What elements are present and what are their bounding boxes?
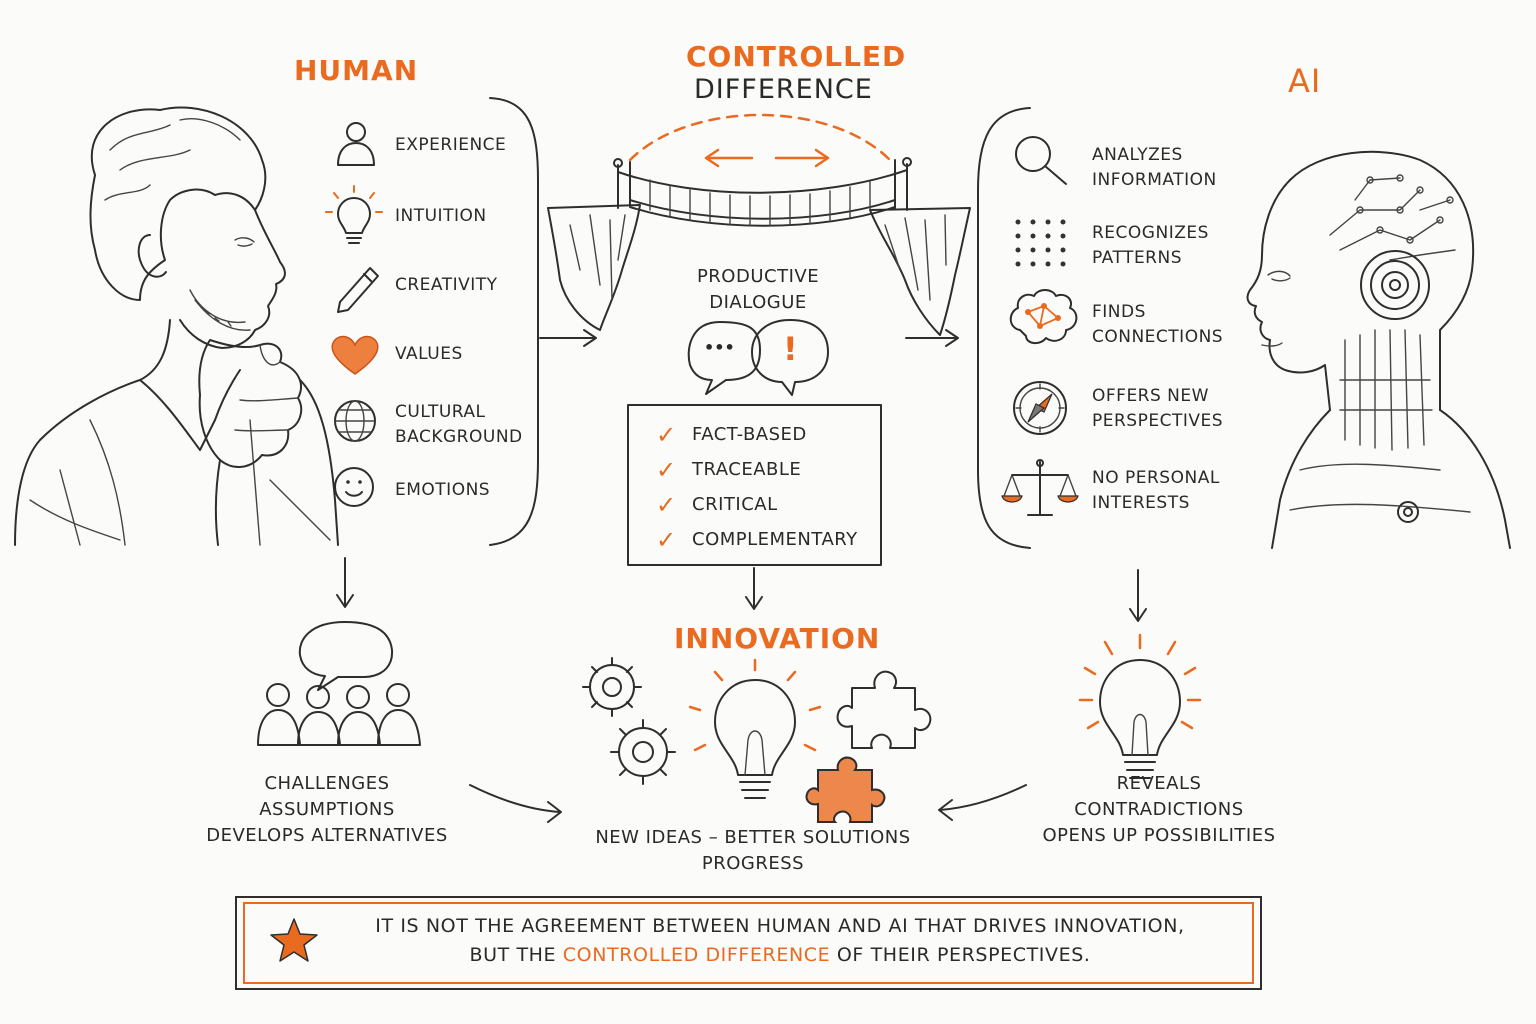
human-bracket (489, 97, 539, 546)
conclusion-line2: BUT THE CONTROLLED DIFFERENCE OF THEIR P… (330, 941, 1230, 970)
innovation-title: INNOVATION (674, 622, 881, 655)
ai-capability-no-interests: NO PERSONAL INTERESTS (1092, 466, 1220, 516)
human-outcome: CHALLENGES ASSUMPTIONS DEVELOPS ALTERNAT… (196, 771, 458, 849)
ai-capability-line1: FINDS (1092, 302, 1146, 322)
arrow-human-to-center (539, 329, 597, 347)
arrow-center-to-ai (905, 329, 959, 347)
conclusion-line2-end: OF THEIR PERSPECTIVES. (830, 944, 1091, 966)
center-title-line2: DIFFERENCE (694, 74, 873, 105)
check-icon: ✓ (656, 420, 677, 449)
checklist-item: ✓ COMPLEMENTARY (656, 522, 858, 557)
human-outcome-line2: DEVELOPS ALTERNATIVES (206, 825, 448, 846)
ai-lightbulb-icon (1078, 633, 1202, 779)
check-icon: ✓ (656, 490, 677, 519)
ai-capability-line2: INTERESTS (1092, 493, 1190, 513)
checklist-item: ✓ CRITICAL (656, 487, 858, 522)
check-icon: ✓ (656, 525, 677, 554)
ai-capability-line2: PERSPECTIVES (1092, 411, 1224, 431)
innovation-lightbulb-icon (688, 658, 822, 799)
ai-capability-line1: ANALYZES (1092, 145, 1183, 165)
conclusion-box-inner (243, 902, 1254, 984)
ai-outcome-line1: REVEALS CONTRADICTIONS (1074, 773, 1244, 820)
arrow-human-outcome-to-innovation (469, 784, 562, 823)
pencil-icon (337, 267, 379, 313)
ai-bracket (977, 107, 1031, 549)
smiley-icon (334, 467, 374, 507)
puzzle-pieces-icon (805, 670, 932, 823)
human-outcome-line1: CHALLENGES ASSUMPTIONS (259, 773, 395, 820)
speech-dots: ••• (704, 338, 735, 357)
arrow-ai-outcome-to-innovation (938, 784, 1027, 821)
human-trait-emotions: EMOTIONS (395, 480, 491, 500)
people-group-icon (257, 621, 421, 746)
speech-bubbles-icon (687, 319, 829, 396)
ai-capability-line2: CONNECTIONS (1092, 327, 1224, 347)
innovation-outcome-line2: PROGRESS (701, 853, 805, 874)
brain-network-icon (1009, 289, 1078, 344)
left-right-arrows-icon (704, 148, 830, 168)
innovation-outcome: NEW IDEAS – BETTER SOLUTIONS PROGRESS (590, 825, 916, 877)
ai-capability-line1: RECOGNIZES (1092, 223, 1209, 243)
checklist-box (627, 404, 882, 566)
human-trait-creativity: CREATIVITY (395, 275, 498, 295)
gears-icon (582, 657, 676, 785)
center-title-line1: CONTROLLED (686, 40, 907, 73)
ai-outcome-line2: OPENS UP POSSIBILITIES (1042, 825, 1276, 846)
scales-icon (1001, 459, 1079, 516)
lightbulb-icon (325, 185, 383, 244)
conclusion-highlight: CONTROLLED DIFFERENCE (562, 944, 831, 966)
check-icon: ✓ (656, 455, 677, 484)
arrow-to-innovation (745, 567, 763, 610)
human-trait-values: VALUES (395, 344, 463, 364)
person-icon (337, 122, 375, 166)
checklist-item-label: COMPLEMENTARY (692, 529, 858, 550)
ai-capability-connections: FINDS CONNECTIONS (1092, 300, 1223, 350)
ai-capability-line2: PATTERNS (1092, 248, 1183, 268)
ai-capability-patterns: RECOGNIZES PATTERNS (1092, 221, 1209, 271)
globe-icon (334, 400, 376, 442)
conclusion-text: IT IS NOT THE AGREEMENT BETWEEN HUMAN AN… (330, 912, 1230, 970)
human-trait-cultural-background: CULTURAL BACKGROUND (395, 402, 523, 447)
ai-capability-line1: NO PERSONAL (1092, 468, 1220, 488)
human-portrait (14, 106, 339, 546)
star-icon (270, 918, 318, 962)
conclusion-line1: IT IS NOT THE AGREEMENT BETWEEN HUMAN AN… (375, 915, 1185, 937)
arrow-ai-down (1129, 569, 1147, 622)
ai-outcome: REVEALS CONTRADICTIONS OPENS UP POSSIBIL… (1036, 771, 1282, 849)
heart-icon (331, 335, 379, 375)
compass-icon (1013, 381, 1067, 435)
checklist: ✓ FACT-BASED ✓ TRACEABLE ✓ CRITICAL ✓ CO… (656, 417, 858, 557)
checklist-item-label: FACT-BASED (692, 424, 807, 445)
conclusion-line2-start: BUT THE (469, 944, 563, 966)
arrow-human-down (336, 557, 354, 608)
innovation-outcome-line1: NEW IDEAS – BETTER SOLUTIONS (595, 827, 911, 848)
ai-capability-line2: INFORMATION (1092, 170, 1217, 190)
dot-grid-icon (1015, 219, 1066, 267)
productive-dialogue-line2: DIALOGUE (709, 292, 807, 313)
productive-dialogue-label: PRODUCTIVE DIALOGUE (680, 264, 836, 316)
ai-capability-analyzes: ANALYZES INFORMATION (1092, 143, 1217, 193)
conclusion-box-outer (235, 896, 1262, 990)
ai-capability-line1: OFFERS NEW (1092, 386, 1209, 406)
checklist-item-label: CRITICAL (692, 494, 778, 515)
bridge-illustration (547, 113, 971, 336)
speech-exclamation: ! (783, 330, 798, 368)
human-title: HUMAN (294, 54, 419, 87)
magnifier-icon (1015, 136, 1067, 185)
ai-capability-perspectives: OFFERS NEW PERSPECTIVES (1092, 384, 1223, 434)
ai-title: AI (1288, 62, 1322, 100)
checklist-item: ✓ TRACEABLE (656, 452, 858, 487)
human-trait-experience: EXPERIENCE (395, 135, 507, 155)
ai-robot-head (1246, 150, 1511, 549)
productive-dialogue-line1: PRODUCTIVE (696, 266, 820, 287)
checklist-item-label: TRACEABLE (692, 459, 802, 480)
human-trait-intuition: INTUITION (395, 206, 487, 226)
checklist-item: ✓ FACT-BASED (656, 417, 858, 452)
